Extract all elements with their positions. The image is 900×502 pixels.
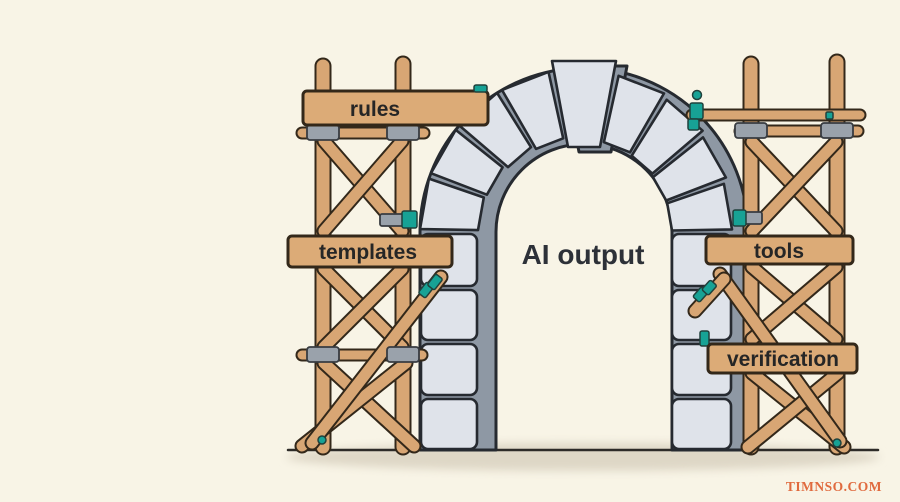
ai-output-caption: AI output [522,239,645,270]
templates-label: templates [319,241,417,264]
keystone [550,59,618,149]
plank-templates: templates [286,234,454,269]
right-scaffold-clamps [687,89,854,448]
ground-shadow [286,443,880,471]
tools-label: tools [754,240,804,263]
plank-rules: rules [301,84,490,127]
plank-verification: verification [706,342,859,375]
stone-arch [418,59,750,452]
left-scaffold-tower: rules templates [286,55,490,456]
left-scaffold-braces [294,133,422,454]
left-leaning-strut-fill [306,271,447,449]
watermark-text: TIMNSO.COM [786,479,882,494]
right-scaffold-tower: tools verification [685,53,867,456]
left-scaffold-clamps [306,124,443,445]
verification-label: verification [727,348,839,371]
rules-label: rules [350,98,400,121]
rules-plank-clip [473,84,488,93]
plank-tools: tools [704,234,855,266]
